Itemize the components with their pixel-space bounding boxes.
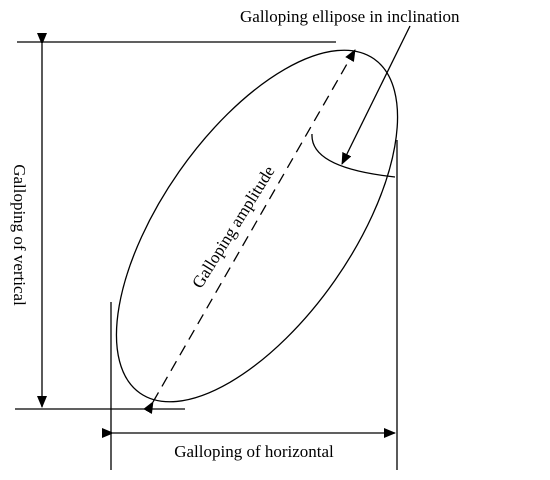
horizontal-label: Galloping of horizontal [174,442,334,461]
inclination-label: Galloping ellipose in inclination [240,7,460,26]
vertical-label: Galloping of vertical [10,164,29,306]
inclination-angle-arc [311,133,396,178]
galloping-ellipse [115,49,399,403]
inclination-pointer-arrow [341,25,411,165]
amplitude-label: Galloping amplitude [188,163,278,292]
amplitude-dashed-arrow [143,49,356,415]
